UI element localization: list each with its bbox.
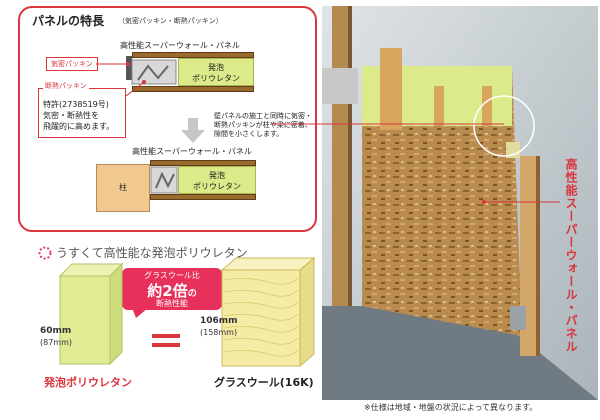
balloon-tail — [132, 308, 148, 318]
airtight-tag: 気密パッキン — [46, 57, 98, 71]
post-block: 柱 — [96, 164, 150, 212]
top-board-lower — [132, 86, 254, 92]
glasswool-block — [220, 256, 316, 368]
top-insulation-label-1: 発泡 — [208, 63, 224, 72]
balloon-line2: 約2倍の — [126, 280, 218, 301]
bottom-insulation-label-1: 発泡 — [209, 171, 225, 180]
thermal-leader-line — [126, 80, 146, 97]
note-line3: 隙間を小さくします。 — [214, 130, 284, 138]
features-subtitle: （気密パッキン・断熱パッキン） — [118, 17, 223, 25]
right-material: グラスウール(16K) — [214, 376, 314, 389]
comparison-heading: うすくて高性能な発泡ポリウレタン — [56, 246, 248, 260]
top-insulation: 発泡 ポリウレタン — [178, 58, 254, 86]
balloon-suffix: の — [187, 289, 197, 299]
bottom-board-lower — [150, 194, 256, 200]
dotted-circle-icon — [38, 246, 52, 260]
left-material: 発泡ポリウレタン — [44, 376, 132, 389]
top-insulation-label-2: ポリウレタン — [192, 74, 240, 83]
left-thickness-alt: (87mm) — [40, 338, 73, 347]
connector-line — [272, 123, 504, 125]
balloon-line1: グラスウール比 — [144, 271, 200, 280]
features-title: パネルの特長 — [32, 14, 105, 28]
right-thickness: 106mm — [200, 316, 238, 326]
photo-vertical-label: 高性能スーパーウォール・パネル — [564, 158, 578, 353]
wall-panel-photo — [322, 6, 598, 400]
bottom-diagram-label: 高性能スーパーウォール・パネル — [132, 147, 252, 156]
bottom-insulation-label-2: ポリウレタン — [193, 182, 241, 191]
thermal-tag: 断熱パッキン — [43, 81, 89, 91]
bottom-insulation: 発泡 ポリウレタン — [178, 166, 256, 194]
balloon-line3: 断熱性能 — [156, 299, 188, 308]
top-board-upper — [132, 52, 254, 58]
gasket-profile-bottom — [150, 166, 178, 194]
airtight-gasket-edge — [126, 56, 132, 80]
equals-bar-top — [152, 334, 180, 338]
top-diagram-label: 高性能スーパーウォール・パネル — [120, 41, 240, 50]
patent-line1: 特許(2738519号) — [43, 100, 109, 109]
polyurethane-block — [58, 262, 124, 366]
footnote: ※仕様は地域・地盤の状況によって異なります。 — [364, 403, 538, 412]
label-leader-line — [482, 200, 560, 204]
equals-bar-bottom — [152, 343, 180, 347]
note-text: 壁パネルの施工と同時に気密・ 断熱パッキンが柱や梁に密着、 隙間を小さくします。 — [214, 112, 312, 139]
thermal-callout: 断熱パッキン 特許(2738519号) 気密・断熱性を 飛躍的に高めます。 — [38, 81, 126, 138]
airtight-leader-line — [96, 62, 130, 66]
right-thickness-alt: (158mm) — [200, 328, 238, 337]
performance-balloon — [122, 268, 222, 310]
gasket-profile-top — [131, 59, 177, 85]
note-line1: 壁パネルの施工と同時に気密・ — [214, 112, 312, 120]
patent-line3: 飛躍的に高めます。 — [43, 122, 115, 131]
bottom-board-upper — [150, 160, 256, 166]
balloon-big: 約2倍 — [147, 282, 188, 300]
patent-line2: 気密・断熱性を — [43, 111, 99, 120]
equals-sign — [152, 334, 180, 348]
note-line2: 断熱パッキンが柱や梁に密着、 — [214, 121, 312, 129]
left-thickness: 60mm — [40, 326, 72, 336]
wall-panel-illustration — [322, 6, 598, 400]
down-arrow-icon — [181, 118, 205, 143]
